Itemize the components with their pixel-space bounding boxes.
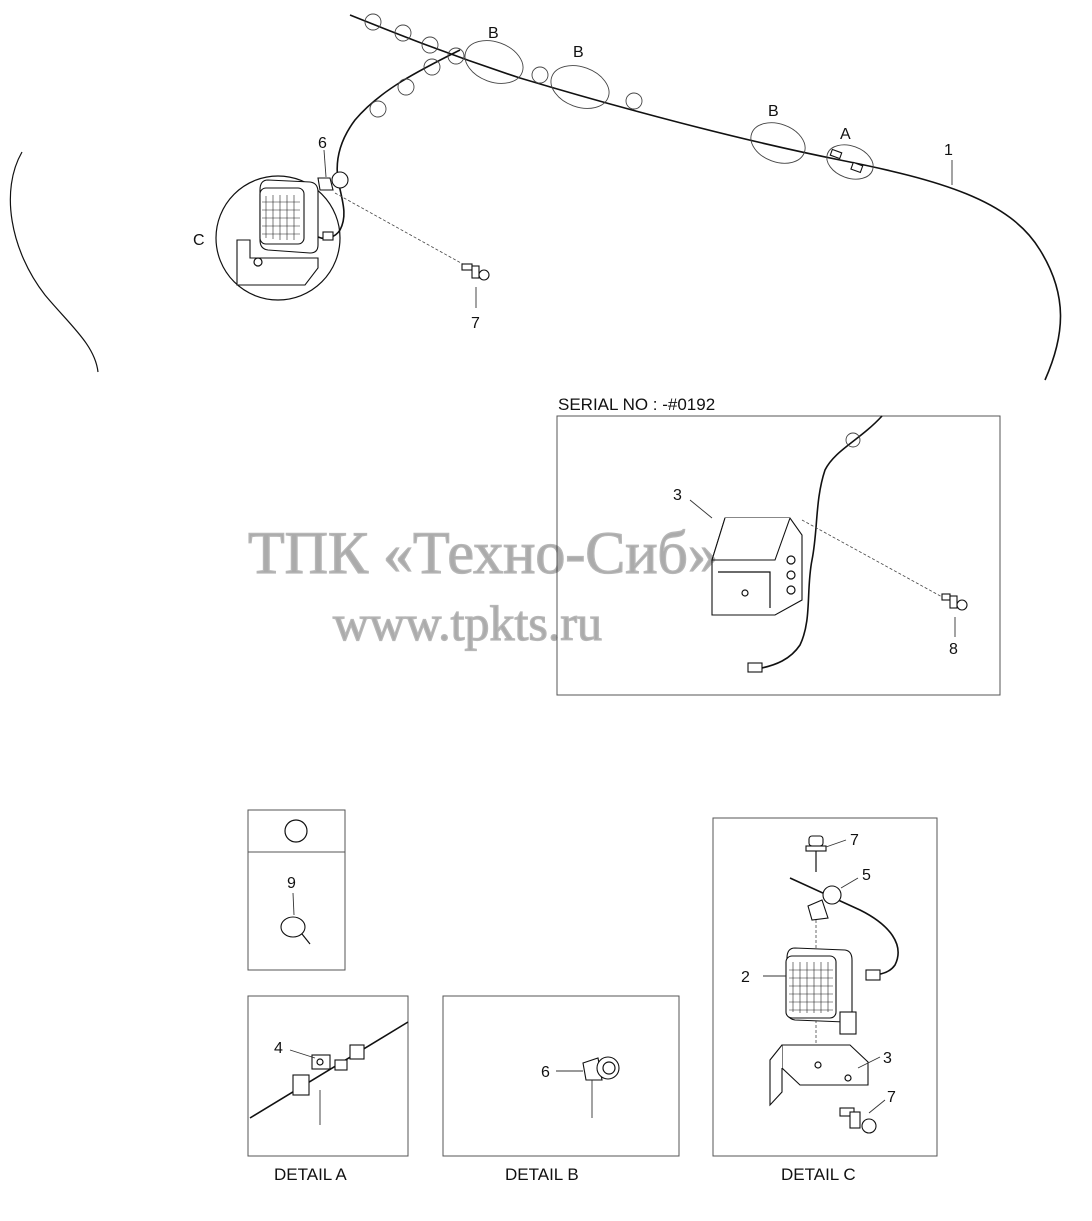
bolt-7-detail-bottom bbox=[839, 1107, 877, 1134]
callout-3-c: 3 bbox=[883, 1050, 892, 1067]
harness-clips bbox=[364, 13, 643, 118]
detail-c-label: DETAIL C bbox=[781, 1165, 856, 1184]
hose-clamp-9 bbox=[280, 916, 311, 945]
callout-6-detail: 6 bbox=[541, 1064, 550, 1081]
callout-6-top: 6 bbox=[318, 135, 327, 152]
clamp-5 bbox=[807, 885, 842, 921]
callout-5: 5 bbox=[862, 867, 871, 884]
callout-a: A bbox=[840, 126, 851, 143]
callout-b-3: B bbox=[768, 103, 779, 120]
work-lamp-detail bbox=[785, 947, 881, 1035]
detail-a-marker bbox=[826, 144, 874, 180]
bracket-3-detail bbox=[769, 1044, 869, 1107]
parts-9-box: 9 bbox=[247, 809, 346, 971]
serial-box bbox=[556, 415, 1001, 696]
callout-8: 8 bbox=[949, 641, 958, 658]
bolt-8 bbox=[941, 593, 968, 611]
callout-3-serial: 3 bbox=[673, 487, 682, 504]
callout-2: 2 bbox=[741, 969, 750, 986]
detail-c-circle bbox=[215, 175, 341, 301]
callout-7-c-bottom: 7 bbox=[887, 1089, 896, 1106]
detail-c-panel: 7 5 2 bbox=[712, 817, 938, 1184]
serial-box-content: 3 8 bbox=[673, 415, 968, 673]
callout-7-c-top: 7 bbox=[850, 832, 859, 849]
detail-b-marker-1 bbox=[464, 40, 524, 84]
watermark-line1: ТПК «Техно-Сиб» bbox=[248, 520, 718, 586]
bracket-3 bbox=[711, 517, 803, 616]
callout-b-2: B bbox=[573, 44, 584, 61]
detail-a-label: DETAIL A bbox=[274, 1165, 347, 1184]
watermark: ТПК «Техно-Сиб» www.tpkts.ru bbox=[247, 519, 718, 651]
callout-4: 4 bbox=[274, 1040, 283, 1057]
callout-7-top: 7 bbox=[471, 315, 480, 332]
detail-b-marker-3 bbox=[750, 122, 806, 164]
detail-b-label: DETAIL B bbox=[505, 1165, 579, 1184]
callout-1: 1 bbox=[944, 142, 953, 159]
bolt-axis bbox=[334, 192, 471, 269]
serial-note: SERIAL NO : -#0192 bbox=[558, 395, 715, 414]
detail-a-panel: 4 DETAIL A bbox=[247, 995, 409, 1184]
detail-b-panel: 6 DETAIL B bbox=[442, 995, 680, 1184]
callout-9: 9 bbox=[287, 875, 296, 892]
work-lamp-small bbox=[236, 179, 334, 286]
detail-b-marker-2 bbox=[550, 65, 610, 109]
machine-outline bbox=[9, 151, 99, 373]
clamp-6 bbox=[317, 171, 349, 191]
main-harness-wire bbox=[317, 14, 1062, 381]
watermark-line2: www.tpkts.ru bbox=[333, 595, 602, 651]
callout-c: C bbox=[193, 232, 205, 249]
bolt-7-detail-top bbox=[805, 835, 827, 872]
bolt-7-top bbox=[461, 263, 490, 281]
callout-b-1: B bbox=[488, 25, 499, 42]
connector-a bbox=[829, 148, 864, 174]
clamp-6-detail bbox=[582, 1056, 620, 1081]
